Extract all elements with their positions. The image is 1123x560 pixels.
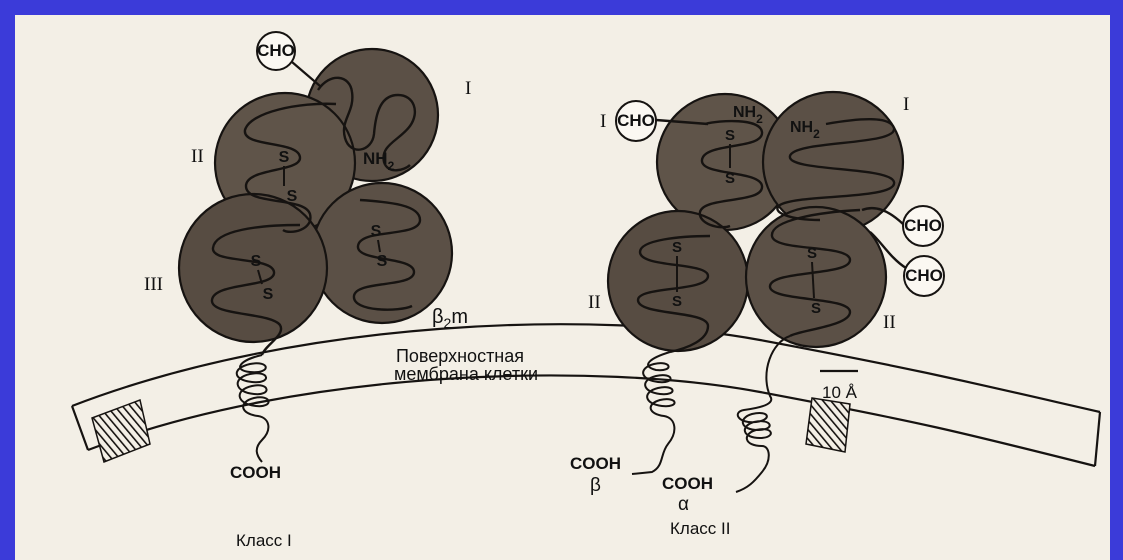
- class1-ss-alpha3-bottom: S: [263, 286, 274, 303]
- paper-background: [15, 15, 1110, 560]
- class2-cooh-alpha-label: COOH: [662, 474, 713, 493]
- class1-ss-b2m-bottom: S: [377, 253, 388, 270]
- class2-domain-label-I-right: I: [903, 94, 909, 115]
- class2-domain-label-II-left: II: [588, 292, 601, 313]
- class1-ss-b2m-top: S: [371, 223, 382, 240]
- class1-ss-alpha2-top: S: [279, 149, 290, 166]
- class2-alpha-label: α: [678, 494, 689, 515]
- class2-ss-beta2-top: S: [672, 239, 682, 256]
- class1-domain-label-II: II: [191, 146, 204, 167]
- class2-caption: Класс II: [670, 519, 730, 538]
- class1-caption: Класс I: [236, 531, 292, 550]
- scale-bar-label: 10 Å: [822, 383, 858, 402]
- class2-cho-right-top-label: CHO: [904, 216, 942, 235]
- class1-domain-label-III: III: [144, 274, 163, 295]
- membrane-hatch-right: [806, 398, 850, 452]
- class2-domain-label-I-left: I: [600, 111, 606, 132]
- class2-cooh-beta-label: COOH: [570, 454, 621, 473]
- class1-cho-label: CHO: [257, 41, 295, 60]
- class2-ss-alpha2-top: S: [807, 245, 817, 262]
- class2-cho-right-bottom-label: CHO: [905, 266, 943, 285]
- class1-ss-alpha3-top: S: [251, 253, 262, 270]
- membrane-label-line1: Поверхностная: [396, 346, 524, 366]
- class1-ss-alpha2-bottom: S: [287, 188, 298, 205]
- class2-domain-label-II-right: II: [883, 312, 896, 333]
- class2-ss-beta1-top: S: [725, 127, 735, 144]
- class2-ss-alpha2-bottom: S: [811, 300, 821, 317]
- class2-domain-alpha2: [746, 207, 886, 347]
- membrane-label-line2: мембрана клетки: [394, 364, 538, 384]
- class1-cooh-label: COOH: [230, 463, 281, 482]
- class1-domain-label-I: I: [465, 78, 471, 99]
- class2-ss-beta1-bottom: S: [725, 170, 735, 187]
- class2-ss-beta2-bottom: S: [672, 293, 682, 310]
- class2-cho-left-label: CHO: [617, 111, 655, 130]
- class2-beta-label: β: [590, 475, 601, 496]
